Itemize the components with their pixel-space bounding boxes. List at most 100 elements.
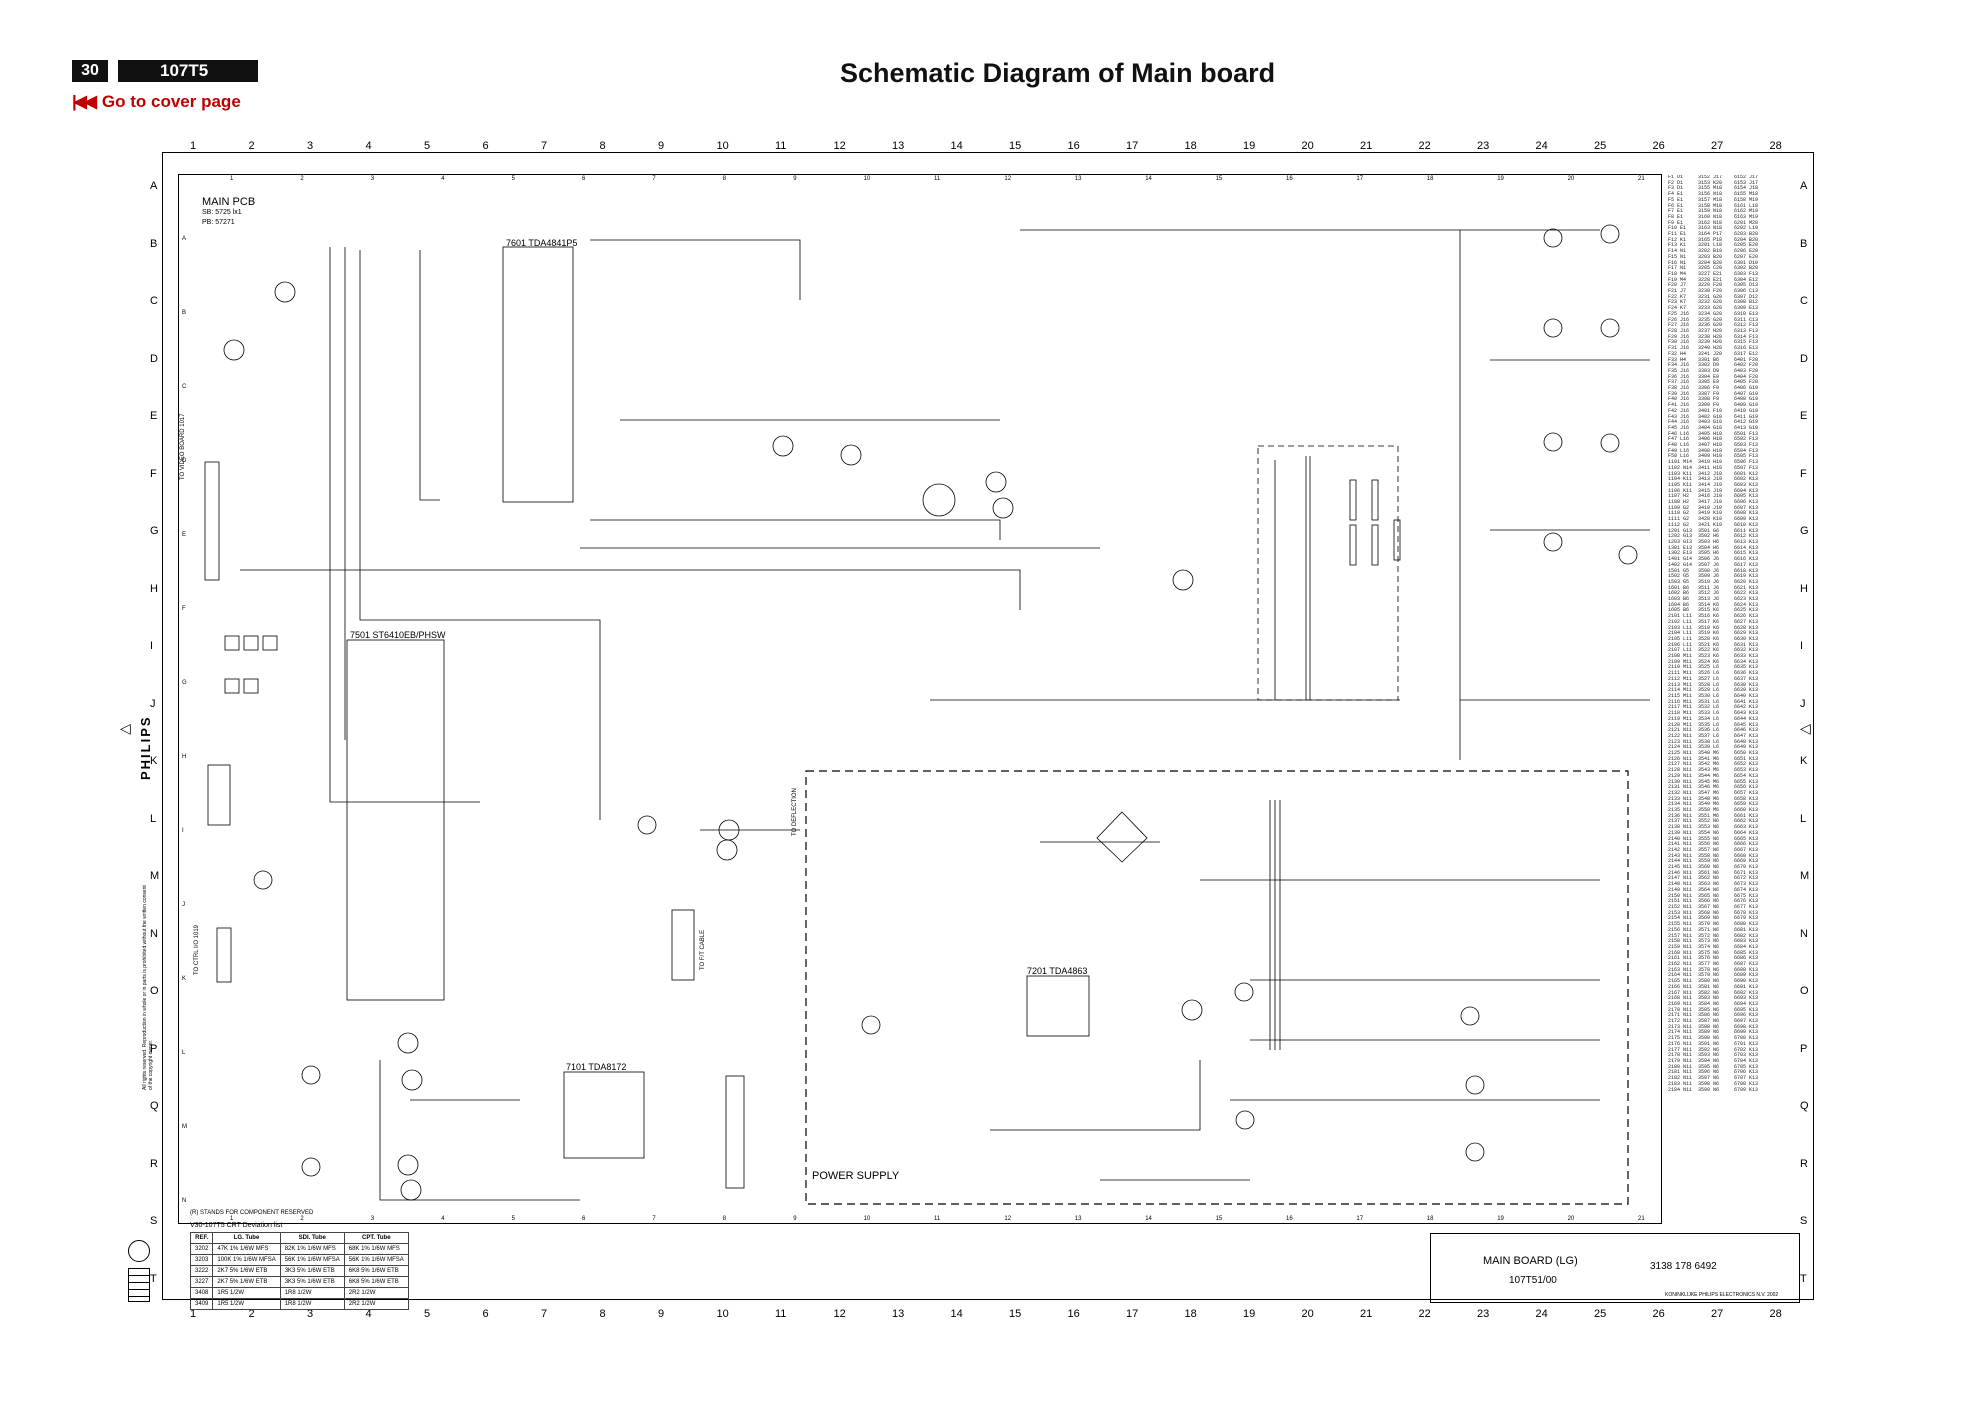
inner-row-J: J	[182, 902, 185, 908]
outer-row-left-J: J	[150, 697, 156, 710]
inner-col-top-2: 2	[300, 176, 304, 182]
outer-row-left-I: I	[150, 640, 154, 652]
deviation-header-cell: LG. Tube	[212, 1232, 281, 1244]
outer-col-bottom-27: 27	[1711, 1308, 1724, 1320]
inner-col-bottom-8: 8	[722, 1216, 727, 1222]
deviation-cell: 82K 1% 1/6W MFS	[279, 1243, 345, 1255]
ic-7101-label: 7101 TDA8172	[566, 1062, 627, 1072]
outer-col-bottom-14: 14	[950, 1308, 963, 1320]
connector-deflection	[725, 1075, 745, 1189]
outer-col-bottom-13: 13	[892, 1308, 905, 1320]
inner-col-top-6: 6	[582, 176, 586, 182]
title-block-board-name: MAIN BOARD (LG)	[1483, 1255, 1578, 1267]
outer-col-top-15: 15	[1009, 140, 1022, 152]
inner-row-G: G	[182, 680, 187, 686]
inner-col-top-20: 20	[1567, 176, 1575, 182]
outer-col-bottom-15: 15	[1009, 1308, 1022, 1320]
inner-col-bottom-21: 21	[1638, 1216, 1645, 1222]
deviation-cell: 6K8 5% 1/6W ETB	[343, 1276, 409, 1288]
deviation-cell: 3K3 5% 1/6W ETB	[279, 1276, 345, 1288]
deviation-header-cell: REF.	[189, 1232, 214, 1244]
inner-col-bottom-15: 15	[1215, 1216, 1223, 1222]
outer-col-bottom-7: 7	[541, 1308, 548, 1320]
deviation-cell: 68K 1% 1/6W MFS	[343, 1243, 409, 1255]
inner-col-bottom-3: 3	[370, 1216, 375, 1222]
inner-col-top-12: 12	[1004, 176, 1012, 182]
outer-col-top-20: 20	[1301, 140, 1314, 152]
outer-col-top-18: 18	[1184, 140, 1197, 152]
outer-col-bottom-24: 24	[1535, 1308, 1548, 1320]
deviation-cell: 2R2 1/2W	[343, 1298, 409, 1310]
ic-7601-label: 7601 TDA4841P5	[506, 238, 578, 248]
inner-row-M: M	[182, 1124, 187, 1130]
outer-col-top-17: 17	[1126, 140, 1139, 152]
deviation-cell: 3227	[189, 1276, 214, 1288]
outer-col-top-22: 22	[1418, 140, 1431, 152]
outer-row-right-B: B	[1800, 237, 1808, 250]
schematic-sheet-frame	[162, 152, 1814, 1300]
outer-col-top-2: 2	[248, 140, 255, 152]
connector-video-label: TO VIDEO BOARD 1017	[180, 413, 186, 480]
outer-row-right-L: L	[1800, 812, 1807, 825]
outer-col-top-10: 10	[716, 140, 729, 152]
outer-col-bottom-12: 12	[833, 1308, 846, 1320]
triangle-mark-icon: ◁	[1800, 720, 1811, 736]
outer-row-left-A: A	[150, 180, 158, 192]
outer-row-right-H: H	[1800, 582, 1808, 595]
outer-row-right-O: O	[1800, 985, 1809, 997]
outer-row-right-M: M	[1800, 870, 1810, 882]
main-pcb-pb: PB: 57271	[202, 219, 235, 226]
outer-col-bottom-18: 18	[1184, 1308, 1197, 1320]
ic-7201-label: 7201 TDA4863	[1027, 966, 1088, 976]
deviation-cell: 2R2 1/2W	[343, 1287, 409, 1299]
schematic-inner-frame	[178, 174, 1662, 1224]
go-to-cover-link[interactable]: |◀◀ Go to cover page	[72, 92, 241, 112]
outer-row-left-K: K	[150, 755, 158, 767]
outer-col-top-16: 16	[1067, 140, 1080, 152]
deviation-header-cell: CPT. Tube	[343, 1232, 409, 1244]
inner-col-bottom-7: 7	[652, 1216, 656, 1222]
inner-col-bottom-20: 20	[1567, 1216, 1575, 1222]
inner-col-bottom-19: 19	[1497, 1216, 1504, 1222]
inner-row-C: C	[182, 384, 187, 390]
inner-col-bottom-12: 12	[1004, 1216, 1012, 1222]
inner-col-top-16: 16	[1286, 176, 1293, 182]
title-block	[1430, 1233, 1800, 1303]
inner-col-top-14: 14	[1145, 176, 1152, 182]
model-label: 107T5	[118, 60, 258, 82]
connector-1902	[216, 927, 232, 983]
inner-col-bottom-2: 2	[300, 1216, 304, 1222]
outer-row-right-P: P	[1800, 1042, 1808, 1055]
outer-col-bottom-19: 19	[1243, 1308, 1256, 1320]
outer-row-left-H: H	[150, 582, 158, 595]
main-pcb-title: MAIN PCB	[202, 196, 256, 208]
outer-col-top-13: 13	[892, 140, 905, 152]
outer-row-left-F: F	[150, 467, 157, 480]
component-position-list: F1 D1 3152 J17 6152 J17 F2 D1 3153 K20 6…	[1668, 175, 1759, 1093]
deviation-cell: 47K 1% 1/6W MFS	[212, 1243, 281, 1255]
outer-col-top-27: 27	[1711, 140, 1724, 152]
title-block-version: 107T51/00	[1509, 1275, 1557, 1286]
outer-col-bottom-25: 25	[1594, 1308, 1607, 1320]
inner-col-bottom-14: 14	[1145, 1216, 1152, 1222]
outer-row-left-E: E	[150, 410, 158, 422]
inner-col-top-13: 13	[1074, 176, 1082, 182]
reserved-note: (R) STANDS FOR COMPONENT RESERVED	[190, 1210, 314, 1216]
outer-col-bottom-2: 2	[248, 1308, 255, 1320]
inner-col-top-3: 3	[370, 176, 375, 182]
inner-col-top-11: 11	[934, 176, 941, 182]
outer-col-bottom-3: 3	[307, 1308, 314, 1320]
inner-col-top-7: 7	[652, 176, 656, 182]
inner-col-top-19: 19	[1497, 176, 1504, 182]
outer-col-bottom-1: 1	[190, 1308, 197, 1320]
outer-row-left-M: M	[150, 870, 160, 882]
outer-col-top-26: 26	[1652, 140, 1665, 152]
deviation-cell: 3409	[189, 1298, 214, 1310]
outer-col-top-23: 23	[1477, 140, 1490, 152]
deviation-cell: 3K3 5% 1/6W ETB	[279, 1265, 345, 1277]
outer-col-bottom-20: 20	[1301, 1308, 1314, 1320]
inner-row-A: A	[182, 236, 187, 242]
